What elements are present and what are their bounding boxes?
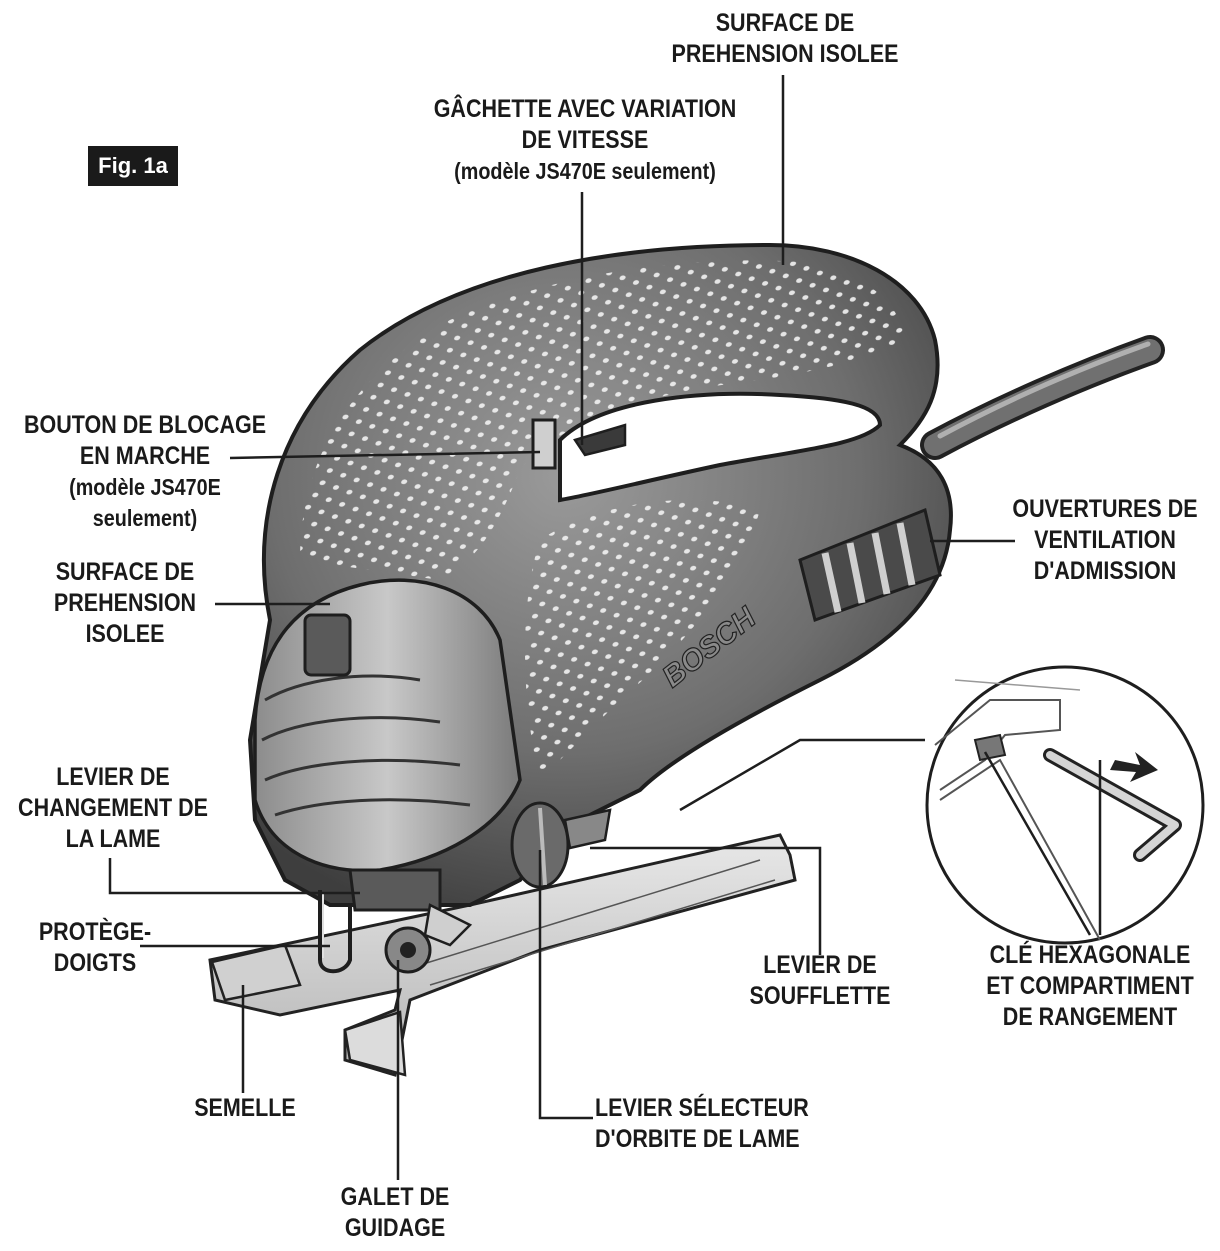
power-cord (920, 335, 1165, 460)
label-blower: LEVIER DE SOUFFLETTE (743, 950, 898, 1012)
leader-orbit (538, 850, 593, 1120)
label-line: (modèle JS470E (69, 474, 221, 500)
label-line: PREHENSION ISOLEE (671, 40, 899, 68)
label-line: LA LAME (65, 825, 161, 853)
label-line: D'ORBITE DE LAME (595, 1125, 800, 1153)
label-line: GÂCHETTE AVEC VARIATION (433, 95, 737, 123)
label-vents: OUVERTURES DE VENTILATION D'ADMISSION (1006, 494, 1204, 587)
label-line: PROTÈGE- (38, 918, 152, 946)
label-line: OUVERTURES DE (1012, 495, 1198, 523)
label-line: ISOLEE (85, 620, 165, 648)
label-line: D'ADMISSION (1033, 557, 1177, 585)
label-line: GUIDAGE (344, 1214, 446, 1242)
label-surface-left: SURFACE DE PREHENSION ISOLEE (26, 557, 224, 650)
leader-lock (229, 450, 541, 460)
leader-blade-change (108, 858, 360, 895)
label-line: PREHENSION (53, 589, 197, 617)
label-line: BOUTON DE BLOCAGE (23, 411, 267, 439)
leader-lines (108, 75, 1102, 1180)
label-roller: GALET DE GUIDAGE (313, 1182, 476, 1244)
label-line: ET COMPARTIMENT (986, 972, 1194, 1000)
label-line: seulement) (92, 505, 198, 531)
leader-blower (590, 846, 822, 955)
label-line: LEVIER SÉLECTEUR (595, 1094, 809, 1122)
side-levers (510, 801, 612, 889)
figure-badge: Fig. 1a (88, 146, 178, 186)
label-hex-key: CLÉ HEXAGONALE ET COMPARTIMENT DE RANGEM… (978, 940, 1202, 1033)
label-line: CLÉ HEXAGONALE (989, 941, 1191, 969)
label-line: SURFACE DE (715, 9, 855, 37)
label-trigger: GÂCHETTE AVEC VARIATION DE VITESSE (modè… (417, 94, 752, 187)
label-line: LEVIER DE (763, 951, 877, 979)
label-finger-guard: PROTÈGE- DOIGTS (22, 917, 168, 979)
label-orbit: LEVIER SÉLECTEUR D'ORBITE DE LAME (595, 1093, 819, 1155)
hex-key-detail (925, 665, 1205, 945)
label-line: DOIGTS (53, 949, 137, 977)
air-vents (798, 507, 942, 622)
tool-body: BOSCH (247, 242, 953, 907)
label-line: VENTILATION (1034, 526, 1176, 554)
label-line: EN MARCHE (79, 442, 211, 470)
label-surface-top: SURFACE DE PREHENSION ISOLEE (643, 8, 927, 70)
label-blade-change: LEVIER DE CHANGEMENT DE LA LAME (16, 762, 210, 855)
label-lock-button: BOUTON DE BLOCAGE EN MARCHE (modèle JS47… (20, 410, 269, 534)
label-line: DE VITESSE (521, 126, 649, 154)
trigger (573, 423, 627, 457)
label-line: CHANGEMENT DE (18, 794, 208, 822)
leader-hex-b (983, 751, 1092, 936)
label-line: (modèle JS470E seulement) (454, 158, 716, 184)
lock-button (531, 418, 557, 470)
label-line: SEMELLE (194, 1094, 296, 1122)
label-base: SEMELLE (172, 1093, 318, 1124)
label-line: SURFACE DE (55, 558, 195, 586)
leader-hex-circle (679, 738, 925, 812)
label-line: LEVIER DE (56, 763, 170, 791)
label-line: GALET DE (340, 1183, 450, 1211)
label-line: SOUFFLETTE (749, 982, 891, 1010)
base-plate (208, 833, 797, 1077)
label-line: DE RANGEMENT (1002, 1003, 1178, 1031)
